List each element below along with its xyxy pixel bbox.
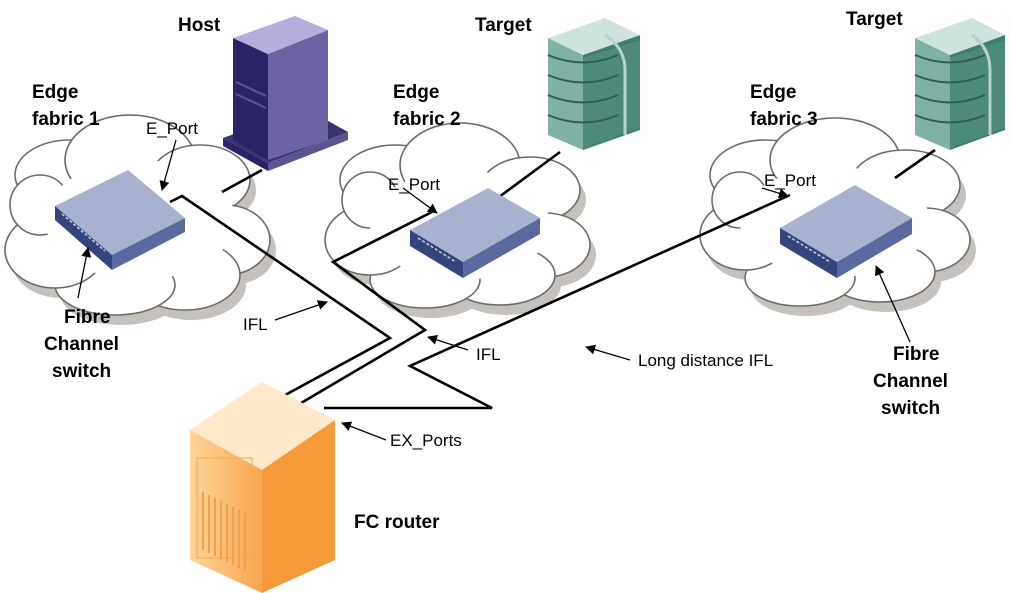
target-3-connection	[894, 148, 936, 180]
switch-left-line1: Fibre	[64, 307, 110, 328]
host-connection	[221, 168, 263, 194]
fc-switch-1	[55, 170, 185, 270]
ifl-left-link	[169, 194, 393, 402]
edge-fabric-2-line2: fabric 2	[393, 109, 461, 130]
fc-switch-2	[410, 188, 540, 278]
ex-ports-label: EX_Ports	[390, 431, 462, 450]
fc-router	[190, 382, 335, 593]
switch-right-line3: switch	[881, 398, 940, 419]
long-distance-ifl-label: Long distance IFL	[638, 351, 773, 370]
target-1-label: Target	[475, 15, 532, 36]
e-port-1-label: E_Port	[146, 119, 198, 138]
target-2-label: Target	[846, 9, 903, 30]
switch-right-line1: Fibre	[893, 344, 939, 365]
fc-switch-3	[780, 185, 912, 278]
ifl-middle-label: IFL	[476, 345, 501, 364]
ifl-left-label: IFL	[243, 315, 268, 334]
edge-fabric-1-line2: fabric 1	[32, 109, 100, 130]
switch-right-line2: Channel	[873, 371, 948, 392]
e-port-3-label: E_Port	[764, 171, 816, 190]
switch-left-line3: switch	[52, 361, 111, 382]
e-port-2-label: E_Port	[388, 175, 440, 194]
target-storage-1	[547, 18, 640, 150]
edge-fabric-2-line1: Edge	[393, 82, 439, 103]
switch-left-line2: Channel	[44, 334, 119, 355]
target-2-connection	[494, 150, 561, 202]
ifl-middle-link	[295, 210, 433, 408]
edge-fabric-1-line1: Edge	[32, 82, 78, 103]
target-storage-2	[914, 18, 1005, 150]
fc-router-label: FC router	[354, 512, 440, 533]
host-label: Host	[178, 15, 221, 36]
long-distance-ifl-link	[324, 193, 791, 410]
edge-fabric-3-line1: Edge	[750, 82, 796, 103]
host-server	[223, 16, 348, 171]
edge-fabric-3-line2: fabric 3	[750, 109, 818, 130]
